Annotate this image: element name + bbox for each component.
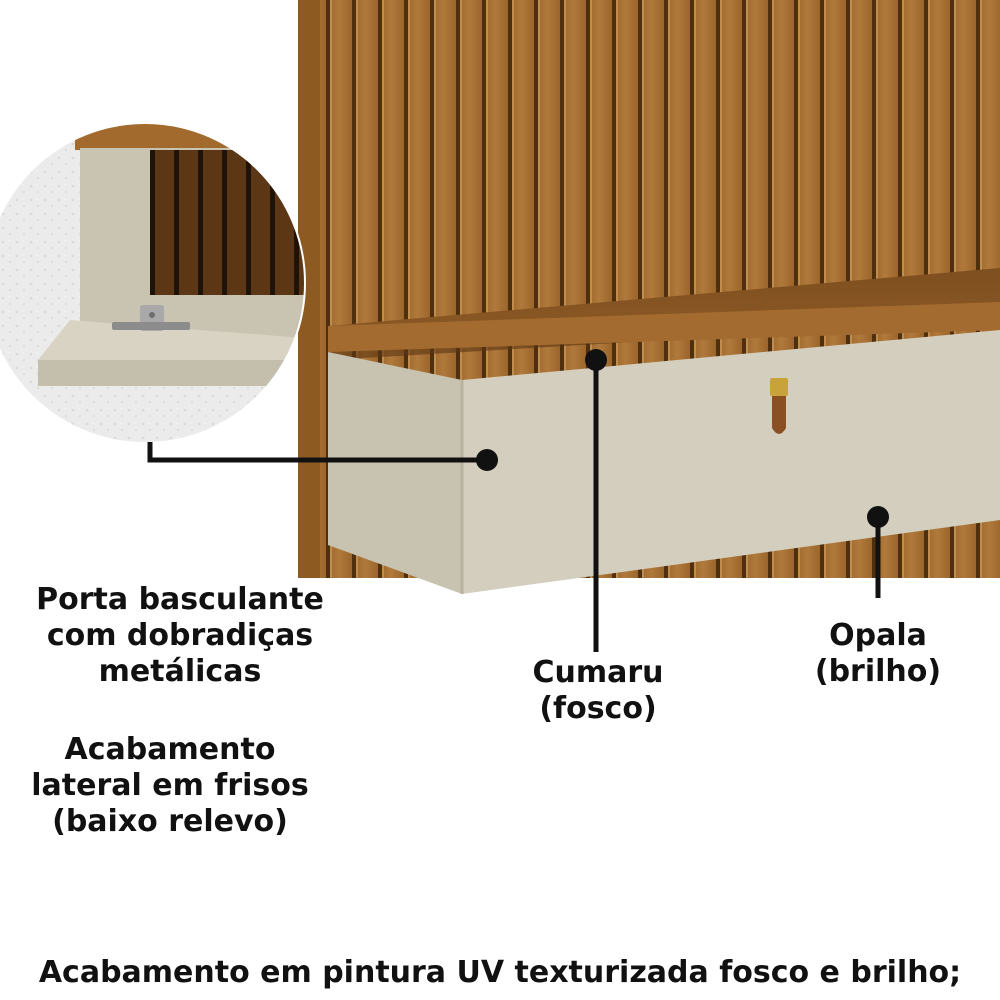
hinge-door-line: com dobradiças	[46, 618, 314, 653]
hinge-icon	[112, 305, 190, 331]
opala-line: (brilho)	[814, 654, 942, 689]
opala-cabinet-side	[328, 352, 462, 594]
cumaru-line: (fosco)	[539, 691, 657, 726]
cumaru-label: Cumaru (fosco)	[500, 655, 696, 727]
panel-left-edge	[298, 0, 320, 578]
cumaru-shelf-front	[328, 302, 1000, 352]
opala-label: Opala (brilho)	[790, 618, 966, 690]
callout-opala	[867, 506, 889, 598]
cumaru-line: Cumaru	[532, 655, 664, 690]
handle-icon	[770, 378, 788, 434]
finish-footer-text: Acabamento em pintura UV texturizada fos…	[38, 955, 962, 990]
hinge-door-line: metálicas	[98, 654, 262, 689]
side-finish-line: lateral em frisos	[31, 768, 309, 803]
side-finish-line: (baixo relevo)	[52, 804, 288, 839]
detail-circle-border	[0, 122, 306, 444]
hinge-door-label: Porta basculante com dobradiças metálica…	[20, 582, 340, 690]
hinge-detail-zoom	[0, 123, 305, 443]
opala-line: Opala	[829, 618, 927, 653]
callout-hinge	[147, 442, 498, 471]
side-finish-label: Acabamento lateral em frisos (baixo rele…	[20, 732, 320, 840]
side-finish-line: Acabamento	[64, 732, 276, 767]
callout-cumaru	[585, 349, 607, 652]
hinge-door-line: Porta basculante	[36, 582, 324, 617]
